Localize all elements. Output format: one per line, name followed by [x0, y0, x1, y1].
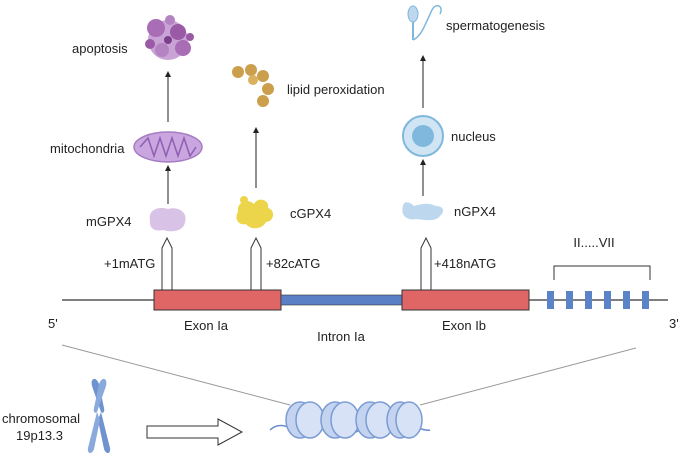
cgpx4-start-site-label: +82cATG: [266, 256, 320, 271]
zoom-line-right: [419, 347, 637, 406]
exon-1b-label: Exon Ib: [442, 318, 486, 333]
small-exon: [623, 291, 630, 309]
small-exon: [585, 291, 592, 309]
chromosome-icon: [87, 378, 111, 454]
nucleus-icon: [402, 115, 444, 157]
cgpx4-protein-icon: [236, 196, 274, 229]
cgpx4-label: cGPX4: [290, 206, 331, 221]
lipid-peroxidation-icon: [232, 64, 274, 107]
intron-1a-block: [280, 294, 403, 306]
apoptosis-label: apoptosis: [72, 41, 128, 56]
five-prime-label: 5': [48, 316, 58, 331]
exons-2-7: [547, 291, 649, 309]
exon-1b-block: [401, 289, 530, 311]
chromatin-icon: [269, 401, 431, 439]
chromosome-label-line2: 19p13.3: [16, 428, 63, 443]
chromosome-label-line1: chromosomal: [2, 411, 80, 426]
sperm-icon: [407, 4, 442, 41]
mgpx4-start-pointer: [161, 236, 173, 291]
zoom-line-left: [61, 344, 291, 406]
intron-1a-label: Intron Ia: [317, 329, 365, 344]
apoptosis-icon: [145, 15, 194, 60]
small-exon: [547, 291, 554, 309]
ngpx4-start-site-label: +418nATG: [434, 256, 496, 271]
small-exon: [642, 291, 649, 309]
small-exon: [604, 291, 611, 309]
mgpx4-protein-icon: [149, 208, 186, 232]
ngpx4-start-pointer: [420, 236, 432, 291]
mgpx4-start-site-label: +1mATG: [104, 256, 155, 271]
exons-range-label: II.....VII: [573, 235, 614, 250]
small-exon: [566, 291, 573, 309]
three-prime-label: 3': [669, 316, 679, 331]
nucleus-label: nucleus: [451, 129, 496, 144]
mitochondria-icon: [133, 131, 203, 163]
exon-1a-label: Exon Ia: [184, 318, 229, 333]
cgpx4-start-pointer: [250, 236, 262, 291]
exons-range-bracket: [553, 265, 651, 280]
ngpx4-protein-icon: [402, 202, 444, 221]
exon-1a-block: [153, 289, 282, 311]
lipid-peroxidation-label: lipid peroxidation: [287, 82, 385, 97]
mitochondria-label: mitochondria: [50, 141, 125, 156]
ngpx4-label: nGPX4: [454, 204, 496, 219]
transition-arrow-icon: [146, 418, 244, 446]
mgpx4-label: mGPX4: [86, 214, 132, 229]
spermatogenesis-label: spermatogenesis: [446, 18, 545, 33]
